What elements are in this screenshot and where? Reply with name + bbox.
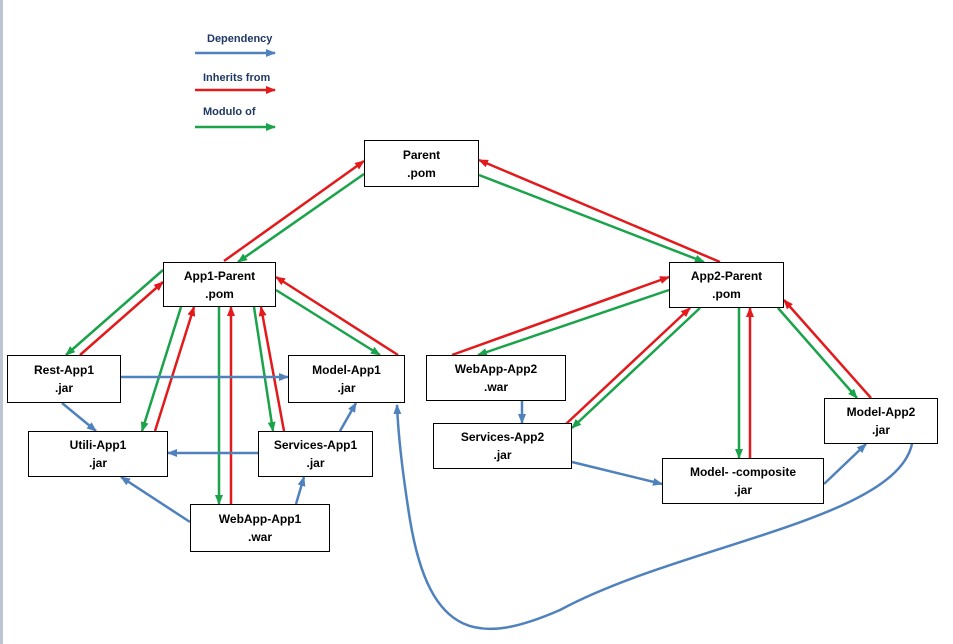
node-model-composite[interactable]: Model- -composite .jar (662, 458, 824, 504)
node-services-app2[interactable]: Services-App2 .jar (433, 423, 572, 469)
node-model-app1[interactable]: Model-App1 .jar (288, 355, 405, 403)
dep-services2-composite (571, 460, 663, 486)
node-model-composite-name: Model- -composite (689, 465, 796, 479)
edge-app1-inherits-parent (223, 159, 365, 263)
edge-app1-module-of-parent (237, 172, 365, 264)
node-app2-parent-type: .pom (712, 287, 741, 301)
edge-services2-module (571, 307, 701, 429)
dep-rest-utili (61, 402, 97, 432)
node-app2-parent[interactable]: App2-Parent .pom (669, 262, 784, 308)
edge-rest-module (65, 269, 164, 356)
legend-inherits-label: Inherits from (203, 72, 271, 84)
node-services-app1[interactable]: Services-App1 .jar (258, 431, 373, 477)
edge-rest-inherits (79, 281, 164, 356)
edge-model1-module (275, 288, 381, 357)
node-utili-app1-type: .jar (88, 456, 107, 470)
node-model-app2-name: Model-App2 (846, 405, 916, 419)
dep-services1-model1 (338, 402, 358, 432)
node-app1-parent[interactable]: App1-Parent .pom (163, 262, 276, 307)
node-utili-app1[interactable]: Utili-App1 .jar (28, 431, 168, 477)
node-webapp-app2[interactable]: WebApp-App2 .war (426, 355, 566, 401)
edge-utili-inherits (153, 306, 196, 432)
edge-app2-module-of-parent (478, 173, 705, 264)
edge-webapp2-inherits (451, 275, 670, 357)
node-app1-parent-name: App1-Parent (183, 268, 256, 283)
edge-services1-module (252, 306, 276, 432)
node-webapp-app2-type: .war (483, 380, 508, 394)
window-edge (0, 0, 3, 644)
edge-model1-inherits (275, 275, 399, 357)
node-utili-app1-name: Utili-App1 (69, 438, 127, 452)
node-parent-name: Parent (402, 147, 441, 162)
edge-services1-inherits (258, 306, 286, 432)
node-parent-type: .pom (407, 165, 436, 180)
dep-model2-model1-curve (393, 404, 914, 631)
node-parent[interactable]: Parent .pom (364, 140, 479, 187)
node-services-app1-name: Services-App1 (273, 438, 358, 452)
node-app1-parent-type: .pom (205, 286, 234, 301)
node-webapp-app1-type: .war (247, 530, 272, 544)
node-webapp-app2-name: WebApp-App2 (454, 362, 538, 376)
node-model-app2[interactable]: Model-App2 .jar (824, 398, 938, 444)
node-model-app1-type: .jar (337, 381, 356, 395)
node-rest-app1[interactable]: Rest-App1 .jar (7, 355, 121, 403)
node-rest-app1-name: Rest-App1 (33, 363, 94, 377)
dep-composite-model2 (823, 443, 867, 485)
node-model-app1-name: Model-App1 (312, 363, 381, 377)
dep-webapp1-services1 (294, 476, 306, 505)
edge-webapp2-module (477, 288, 670, 357)
edge-services2-inherits (565, 307, 691, 425)
dep-webapp1-utili (120, 475, 191, 524)
node-model-app2-type: .jar (871, 423, 890, 437)
edge-model2-module (777, 307, 858, 399)
node-rest-app1-type: .jar (54, 381, 73, 395)
edge-app2-inherits-parent (478, 158, 721, 264)
edge-utili-module (140, 306, 183, 432)
node-services-app1-type: .jar (306, 456, 325, 470)
legend-module-label: Modulo of (203, 106, 256, 118)
node-app2-parent-name: App2-Parent (690, 269, 763, 283)
edge-model2-inherits (783, 299, 872, 399)
node-services-app2-name: Services-App2 (460, 430, 545, 444)
legend-dependency-label: Dependency (207, 33, 273, 45)
node-services-app2-type: .jar (493, 448, 512, 462)
node-model-composite-type: .jar (733, 483, 752, 497)
node-webapp-app1[interactable]: WebApp-App1 .war (190, 504, 330, 552)
node-webapp-app1-name: WebApp-App1 (218, 512, 302, 526)
